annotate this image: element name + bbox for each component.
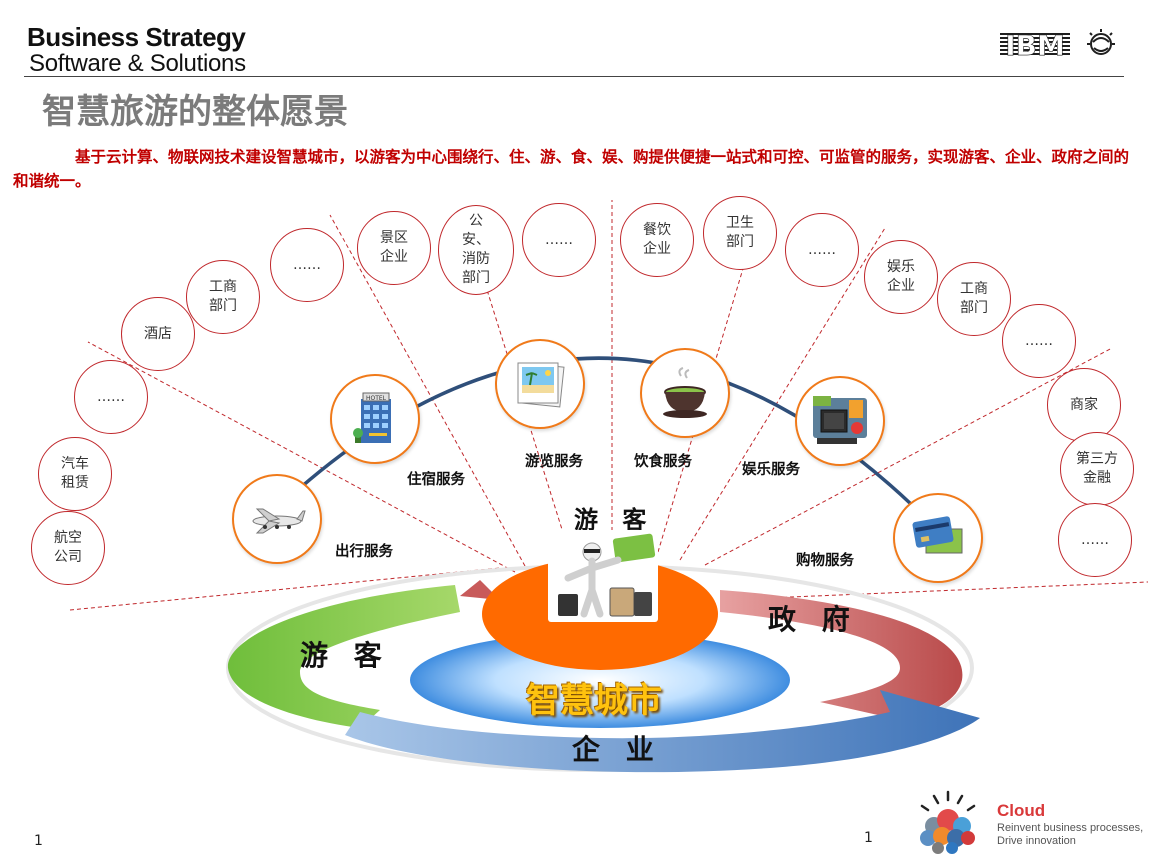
intro-text-content: 基于云计算、物联网技术建设智慧城市，以游客为中心围绕行、住、游、食、娱、购提供便… [13, 148, 1130, 190]
node-airline: 航空 公司 [31, 511, 105, 585]
tea-icon [663, 367, 707, 418]
node-label: 工商 部门 [209, 279, 237, 314]
ring-segment-enterprise [345, 690, 980, 773]
node-hotel: 酒店 [121, 297, 195, 371]
node-commerce-1: 工商 部门 [186, 260, 260, 334]
node-entertainment: 娱乐 企业 [864, 240, 938, 314]
node-more-1: …… [74, 360, 148, 434]
node-label: 餐饮 企业 [643, 222, 671, 257]
ring-segment-tourist [227, 585, 460, 728]
node-label: 汽车 租赁 [61, 456, 89, 491]
tourist-icon [548, 530, 658, 622]
ibm-logo-text: IBM [1005, 29, 1065, 62]
intro-text: 基于云计算、物联网技术建设智慧城市，以游客为中心围绕行、住、游、食、娱、购提供便… [13, 145, 1143, 193]
node-label: 娱乐 企业 [887, 259, 915, 294]
ring-label-tourist: 游 客 [300, 639, 390, 672]
ibm-logo-icon: IBM [1000, 29, 1115, 62]
cloud-tagline: Reinvent business processes, Drive innov… [997, 822, 1144, 847]
node-label: 酒店 [144, 325, 172, 342]
node-label: …… [1025, 332, 1053, 349]
entertainment-icon [813, 396, 867, 444]
credit-card-icon [912, 516, 963, 554]
node-more-2: …… [270, 228, 344, 302]
node-label: 第三方 金融 [1076, 451, 1118, 486]
node-finance: 第三方 金融 [1060, 432, 1134, 506]
node-more-5: …… [1002, 304, 1076, 378]
cloud-logo-icon [920, 790, 976, 854]
node-label: 航空 公司 [54, 530, 82, 565]
service-label-entertainment: 娱乐服务 [742, 462, 800, 478]
node-label: …… [1081, 531, 1109, 548]
node-health: 卫生 部门 [703, 196, 777, 270]
svg-text:HOTEL: HOTEL [366, 395, 387, 402]
node-scenic: 景区 企业 [357, 211, 431, 285]
node-police-fire: 公 安、 消防 部门 [438, 205, 514, 295]
brand-title: Business Strategy [27, 22, 246, 52]
page-number-left: 1 [34, 833, 43, 849]
service-label-shopping: 购物服务 [796, 553, 854, 569]
node-car-rental: 汽车 租赁 [38, 437, 112, 511]
node-catering: 餐饮 企业 [620, 203, 694, 277]
node-more-3: …… [522, 203, 596, 277]
node-label: …… [808, 241, 836, 258]
node-label: 卫生 部门 [726, 215, 754, 250]
service-label-sightseeing: 游览服务 [525, 454, 583, 470]
ring-segment-government [720, 590, 963, 720]
hub-tourist-label: 游 客 [574, 506, 655, 534]
node-merchant: 商家 [1047, 368, 1121, 442]
brand-subtitle: Software & Solutions [29, 50, 246, 77]
node-label: …… [97, 388, 125, 405]
cloud-title: Cloud [997, 801, 1046, 820]
service-sightseeing [495, 339, 585, 429]
service-entertainment [795, 376, 885, 466]
ring-label-government: 政 府 [768, 603, 858, 636]
service-label-dining: 饮食服务 [634, 454, 692, 470]
node-label: 工商 部门 [960, 281, 988, 316]
page-number-right: 1 [864, 830, 873, 846]
node-more-4: …… [785, 213, 859, 287]
service-lodging: HOTEL [330, 374, 420, 464]
service-shopping [893, 493, 983, 583]
node-label: 景区 企业 [380, 230, 408, 265]
service-travel [232, 474, 322, 564]
node-label: …… [293, 256, 321, 273]
header-divider [24, 76, 1124, 77]
photo-icon [517, 362, 565, 408]
node-label: 商家 [1070, 396, 1098, 413]
node-commerce-2: 工商 部门 [937, 262, 1011, 336]
node-more-6: …… [1058, 503, 1132, 577]
airplane-icon [252, 508, 306, 534]
node-label: 公 安、 消防 部门 [462, 213, 490, 286]
ring-label-enterprise: 企 业 [572, 733, 662, 766]
page-title: 智慧旅游的整体愿景 [42, 92, 348, 132]
city-glow [410, 632, 790, 728]
service-dining [640, 348, 730, 438]
node-label: …… [545, 231, 573, 248]
service-label-lodging: 住宿服务 [407, 472, 465, 488]
smart-city-label: 智慧城市 [526, 681, 662, 721]
hotel-icon: HOTEL [353, 392, 391, 443]
service-label-travel: 出行服务 [335, 544, 393, 560]
